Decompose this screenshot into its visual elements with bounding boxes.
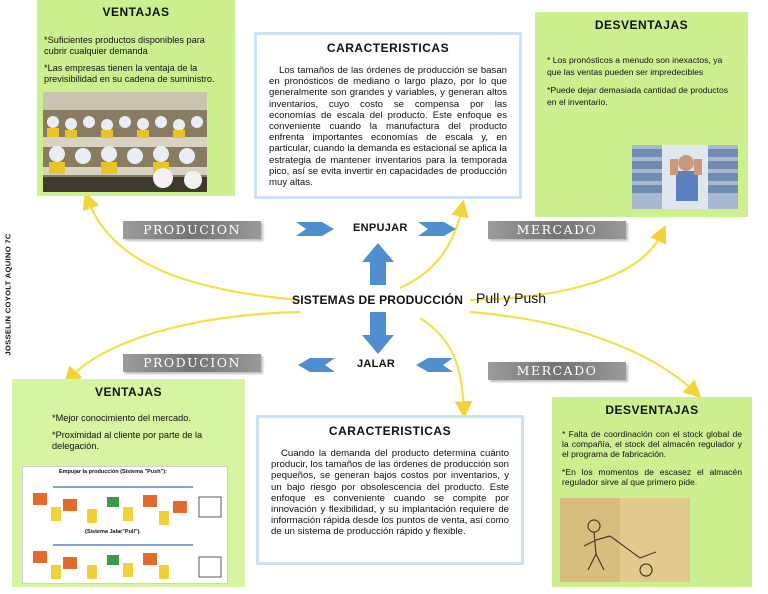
connector-to-pull-ventajas	[64, 310, 301, 385]
pull-arrow-left-2	[416, 358, 453, 372]
diagram-image-top-label: Empujar la producción (Sistema "Push"):	[59, 469, 167, 475]
center-subtitle: Pull y Push	[476, 290, 547, 306]
connector-to-pull-desventajas	[469, 310, 702, 399]
center-title: SISTEMAS DE PRODUCCIÓN	[292, 293, 464, 307]
pull-ventajas-item-1: *Mejor conocimiento del mercado.	[52, 413, 191, 423]
pull-ventajas-item-2: *Proximidad al cliente por parte de la d…	[52, 430, 203, 451]
connector-to-push-caracteristicas	[399, 199, 469, 290]
pull-caracteristicas-text: Cuando la demanda del producto determina…	[271, 448, 509, 538]
connector-to-push-ventajas	[82, 191, 301, 302]
warehouse-worker-photo	[632, 145, 738, 209]
push-desventajas-item-2: *Puede dejar demasiada cantidad de produ…	[547, 85, 729, 107]
push-label: ENPUJAR	[353, 222, 408, 234]
push-ventajas-title: VENTAJAS	[102, 5, 170, 19]
blue-arrows	[296, 222, 456, 372]
pull-mercado-banner: MERCADO	[488, 362, 626, 380]
pull-produccion-banner: PRODUCION	[123, 354, 261, 372]
push-pull-diagram-image: Empujar la producción (Sistema "Push"): …	[22, 466, 228, 584]
pull-label: JALAR	[357, 358, 396, 370]
pull-desventajas-item-1: * Falta de coordinación con el stock glo…	[562, 429, 742, 459]
push-produccion-banner: PRODUCION	[123, 221, 261, 239]
pull-desventajas-title: DESVENTAJAS	[605, 403, 699, 417]
yellow-connectors	[64, 191, 702, 419]
push-desventajas-item-1: * Los pronósticos a menudo son inexactos…	[547, 55, 723, 77]
push-caracteristicas-text: Los tamaños de las órdenes de producción…	[269, 65, 507, 189]
pull-caracteristicas-panel: CARACTERISTICAS Cuando la demanda del pr…	[256, 415, 524, 565]
connector-to-pull-caracteristicas	[419, 317, 473, 419]
up-arrow	[362, 243, 394, 285]
push-ventajas-item-2: *Las empresas tienen la ventaja de la pr…	[44, 63, 215, 84]
factory-workers-photo	[43, 92, 207, 192]
push-ventajas-item-1: *Suficientes productos disponibles para …	[44, 35, 205, 56]
push-arrow-right-1	[296, 222, 334, 236]
pull-caracteristicas-title: CARACTERISTICAS	[328, 424, 452, 438]
sketch-worker-photo	[560, 498, 690, 582]
push-caracteristicas-title: CARACTERISTICAS	[326, 41, 450, 55]
pull-arrow-left-1	[298, 358, 335, 372]
push-arrow-right-2	[418, 222, 456, 236]
pull-desventajas-item-2: *En los momentos de escasez el almacén r…	[562, 467, 742, 487]
push-mercado-banner: MERCADO	[488, 221, 626, 239]
down-arrow	[362, 312, 394, 354]
pull-ventajas-title: VENTAJAS	[94, 385, 163, 399]
connector-to-push-desventajas	[469, 225, 667, 302]
push-desventajas-title: DESVENTAJAS	[594, 18, 689, 32]
diagram-image-bottom-label: (Sistema Jalar"Pull").	[85, 529, 141, 535]
push-caracteristicas-panel: CARACTERISTICAS Los tamaños de las órden…	[254, 32, 522, 199]
